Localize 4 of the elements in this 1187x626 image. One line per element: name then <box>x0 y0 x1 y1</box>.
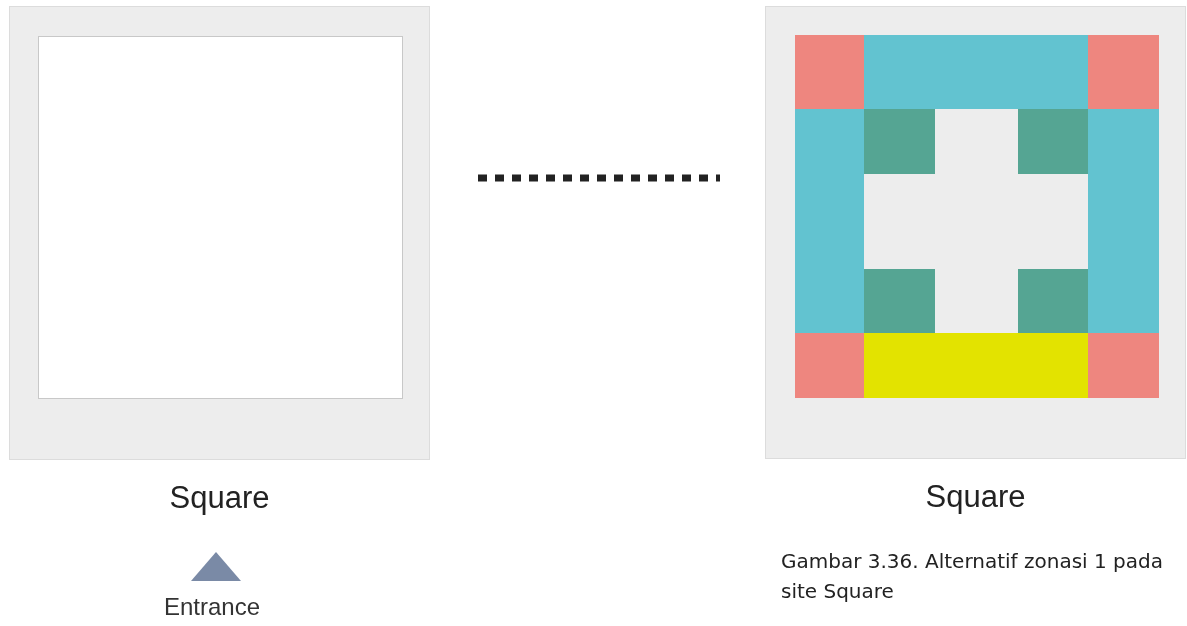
entrance-label: Entrance <box>164 593 261 621</box>
site-label: Square <box>169 480 270 516</box>
figure-caption: Gambar 3.36. Alternatif zonasi 1 pada site Square <box>781 548 1164 605</box>
site-label: Square <box>925 479 1026 515</box>
